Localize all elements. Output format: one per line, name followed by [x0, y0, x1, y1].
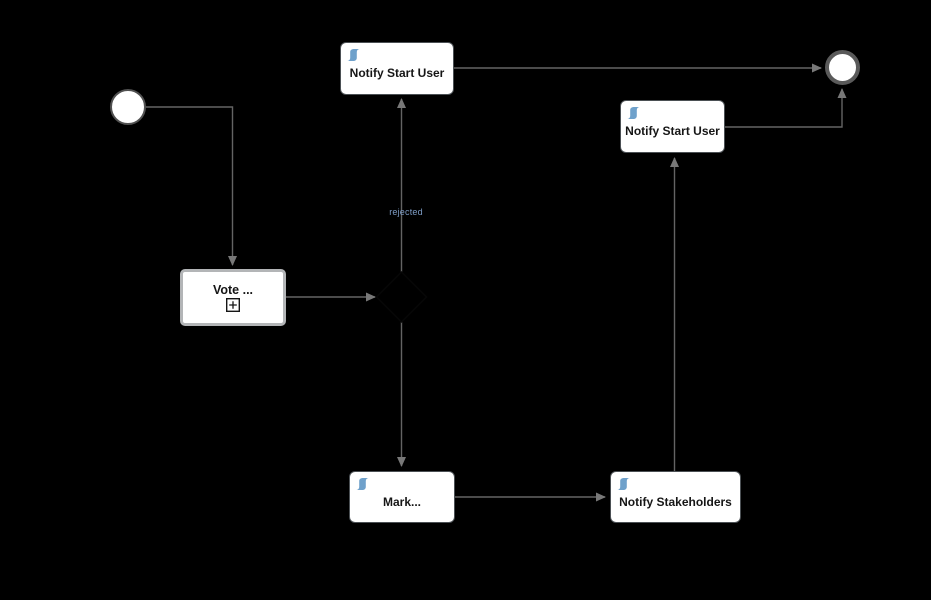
flow-label-rejected: rejected: [389, 207, 423, 217]
call-activity-vote[interactable]: Vote ...: [180, 269, 286, 326]
start-event[interactable]: [110, 89, 146, 125]
plus-expand-marker-icon: [225, 297, 241, 313]
task-label: Notify Stakeholders: [619, 494, 732, 509]
gateway[interactable]: [375, 270, 428, 324]
task-notify-start-user-top[interactable]: Notify Start User: [340, 42, 454, 95]
task-mark[interactable]: Mark...: [349, 471, 455, 523]
sequence-flow-notify-start-user-right-to-end[interactable]: [725, 88, 847, 128]
task-notify-start-user-right[interactable]: Notify Start User: [620, 100, 725, 153]
end-event[interactable]: [825, 50, 860, 85]
script-task-icon: [356, 477, 370, 491]
task-label: Notify Start User: [625, 124, 720, 138]
script-task-icon: [617, 477, 631, 491]
sequence-flow-start-to-vote[interactable]: [146, 106, 237, 266]
script-task-icon: [627, 106, 641, 120]
task-label: Mark...: [382, 494, 421, 509]
script-task-icon: [347, 48, 361, 62]
task-label: Notify Start User: [349, 66, 445, 80]
task-notify-stakeholders[interactable]: Notify Stakeholders: [610, 471, 741, 523]
task-label: Vote ...: [212, 283, 254, 297]
